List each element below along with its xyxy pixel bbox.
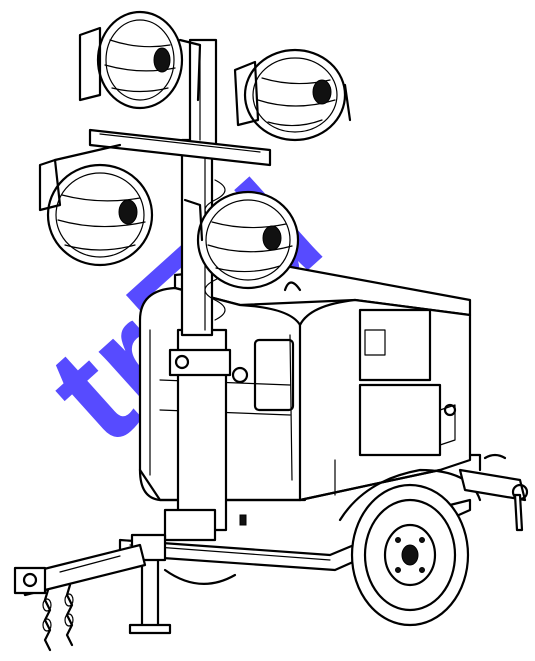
trailer-wheel <box>338 468 482 627</box>
flood-lamp-top-right <box>233 48 352 142</box>
trailer-drawbar <box>13 543 147 597</box>
rear-wheel-hidden <box>163 568 237 585</box>
flood-lamp-top-left <box>78 10 202 110</box>
outrigger-right <box>458 453 529 532</box>
telescopic-mast <box>163 38 249 542</box>
flood-lamp-bottom-right <box>183 190 300 290</box>
flood-lamp-bottom-left <box>38 143 154 267</box>
light-crossbar <box>88 128 272 167</box>
safety-chains <box>42 583 74 652</box>
